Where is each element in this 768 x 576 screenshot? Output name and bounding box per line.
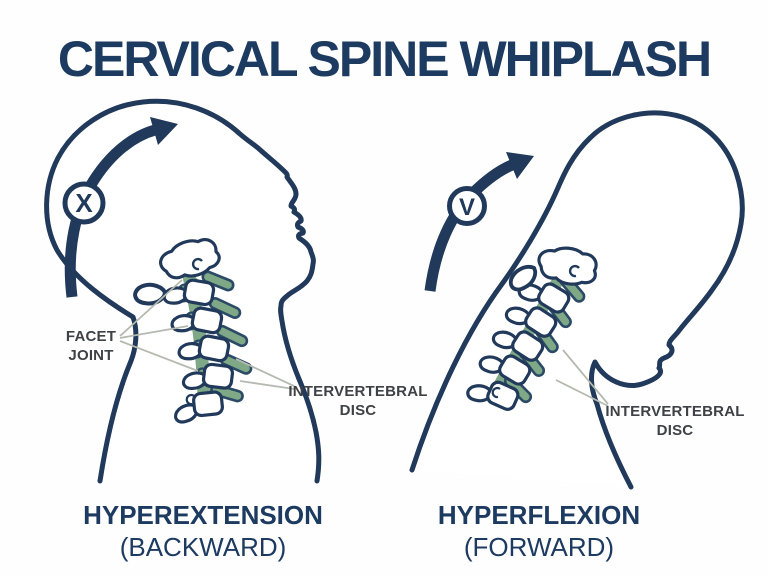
direction-badge-v: V	[447, 186, 487, 226]
cervical-spine-flexion	[464, 240, 602, 418]
disc-label-left-line1: INTERVERTEBRAL	[288, 383, 428, 400]
atlas-curl	[191, 257, 203, 271]
facet-joint-label-line2: JOINT	[68, 347, 114, 364]
hyperflexion-figure: V	[409, 110, 745, 490]
caption-hyperextension-subtitle: (BACKWARD)	[119, 532, 287, 562]
caption-hyperflexion-subtitle: (FORWARD)	[463, 532, 615, 562]
facet-joint-label: FACET JOINT	[45, 327, 137, 365]
vertebra-curl	[491, 386, 501, 399]
disc-label-right-line2: DISC	[656, 422, 694, 439]
cervical-spine-extension	[131, 233, 254, 425]
disc-label-left-line2: DISC	[339, 402, 377, 419]
vertebra-curl	[185, 393, 195, 406]
disc-label-right-line1: INTERVERTEBRAL	[605, 403, 745, 420]
badge-letter-v: V	[459, 194, 475, 221]
arrowhead	[150, 117, 178, 145]
caption-hyperflexion: HYPERFLEXION (FORWARD)	[386, 501, 692, 561]
intervertebral-disc-label-right: INTERVERTEBRAL DISC	[604, 402, 746, 440]
caption-hyperextension: HYPEREXTENSION (BACKWARD)	[50, 501, 356, 561]
caption-hyperflexion-title: HYPERFLEXION	[437, 500, 641, 530]
direction-badge-x: X	[62, 181, 106, 225]
page-title: CERVICAL SPINE WHIPLASH	[57, 31, 712, 87]
badge-letter-x: X	[75, 188, 93, 218]
caption-hyperextension-title: HYPEREXTENSION	[83, 500, 323, 530]
facet-joint-label-line1: FACET	[65, 328, 117, 345]
pointer-lines-left	[119, 279, 295, 390]
atlas-curl	[568, 264, 580, 278]
pointer-lines-right	[555, 349, 609, 407]
arrowhead	[506, 152, 534, 179]
motion-arrow-backward	[64, 117, 178, 298]
intervertebral-disc-label-left: INTERVERTEBRAL DISC	[287, 382, 429, 420]
hyperextension-figure: X	[44, 98, 322, 484]
